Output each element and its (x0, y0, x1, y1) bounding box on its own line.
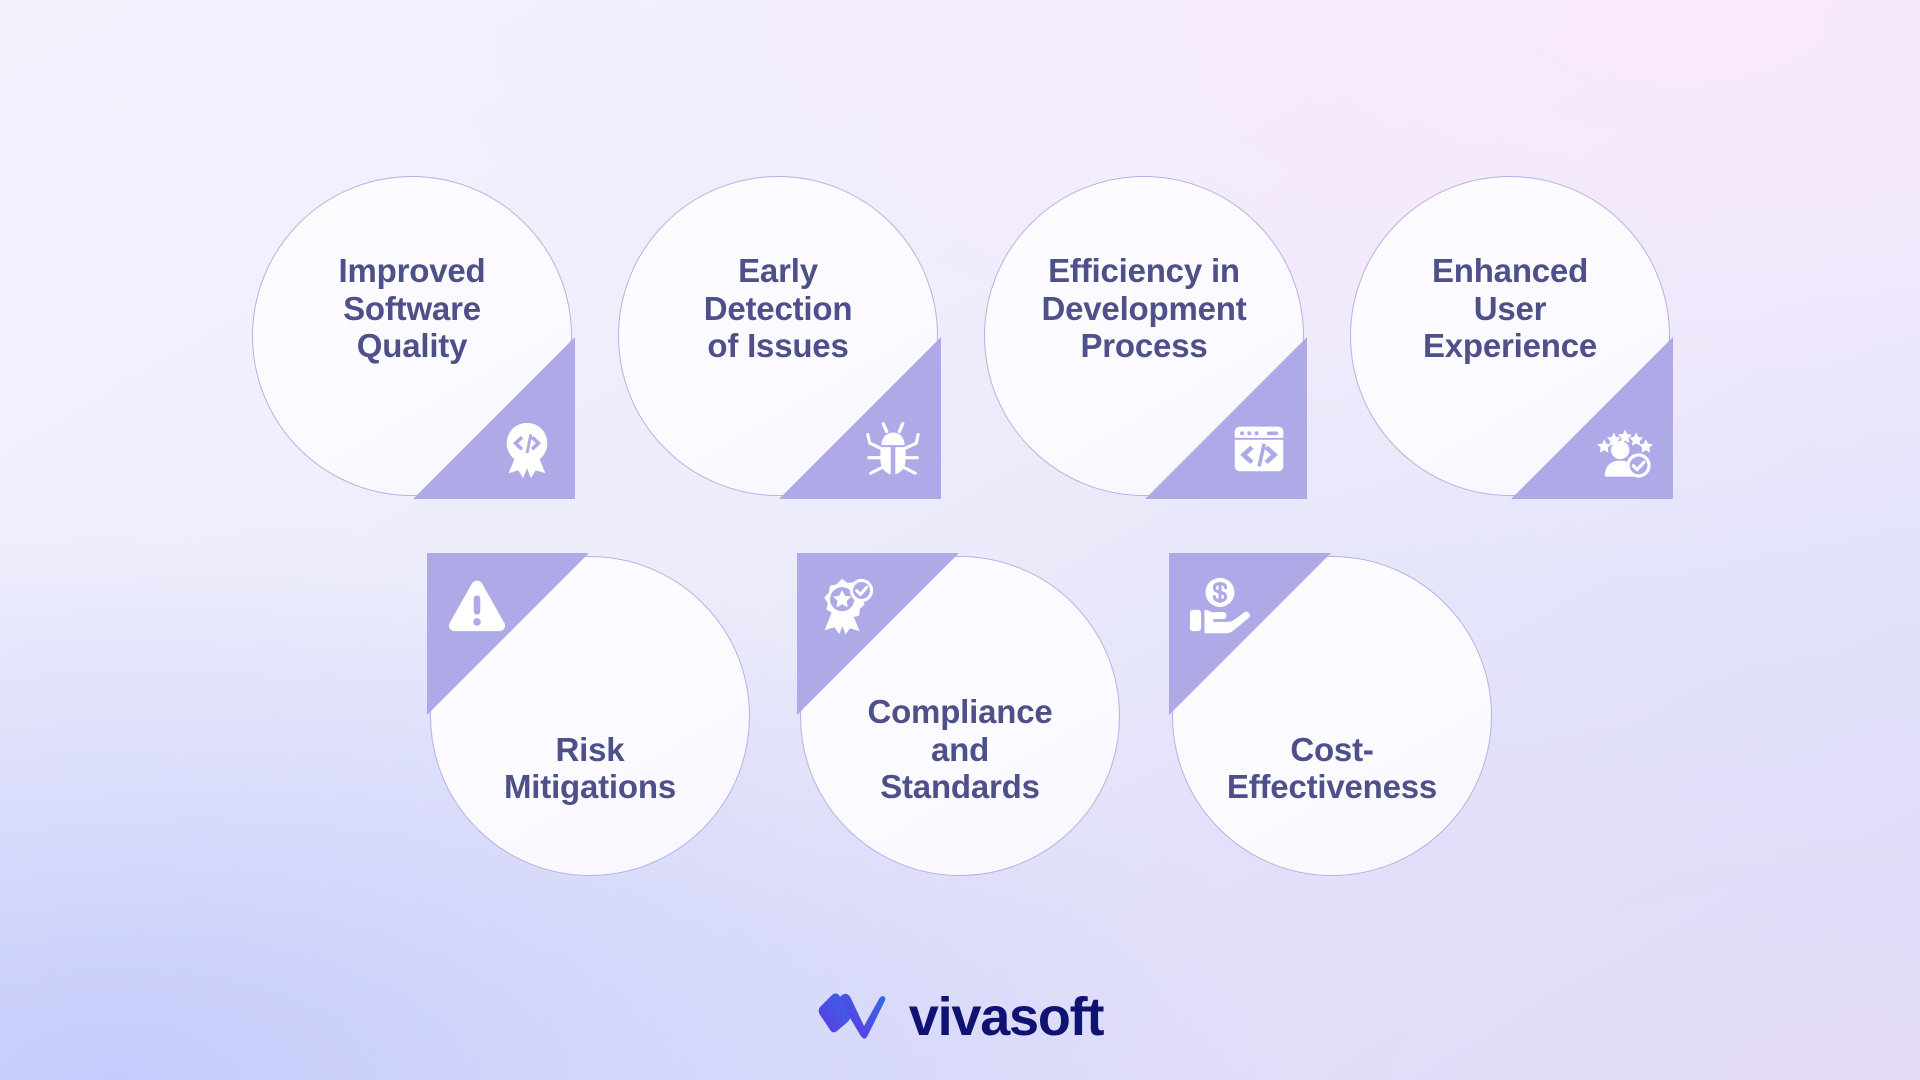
vivasoft-logo: vivasoft (0, 986, 1920, 1048)
benefit-card-risk-mitigations[interactable]: Risk Mitigations (427, 553, 750, 876)
vivasoft-w-mark-icon (817, 989, 895, 1045)
hand-money-icon (1188, 574, 1250, 636)
warning-triangle-icon (446, 574, 508, 636)
browser-code-icon (1228, 418, 1290, 480)
benefit-card-improved-software-quality[interactable]: Improved Software Quality (252, 176, 575, 499)
card-label: Compliance and Standards (867, 693, 1053, 806)
bug-icon (862, 418, 924, 480)
card-label: Risk Mitigations (504, 730, 676, 806)
user-rating-icon (1594, 418, 1656, 480)
card-label: Early Detection of Issues (703, 252, 853, 365)
card-label: Cost- Effectiveness (1226, 730, 1438, 806)
benefit-card-compliance-and-standards[interactable]: Compliance and Standards (797, 553, 1120, 876)
benefit-card-early-detection-of-issues[interactable]: Early Detection of Issues (618, 176, 941, 499)
code-badge-icon (496, 418, 558, 480)
benefit-card-efficiency-in-development-process[interactable]: Efficiency in Development Process (984, 176, 1307, 499)
card-label: Improved Software Quality (338, 252, 486, 365)
benefit-card-cost-effectiveness[interactable]: Cost- Effectiveness (1169, 553, 1492, 876)
award-check-icon (816, 574, 878, 636)
card-label: Efficiency in Development Process (1041, 252, 1247, 365)
card-label: Enhanced User Experience (1422, 252, 1598, 365)
vivasoft-wordmark: vivasoft (908, 987, 1105, 1047)
benefit-card-enhanced-user-experience[interactable]: Enhanced User Experience (1350, 176, 1673, 499)
